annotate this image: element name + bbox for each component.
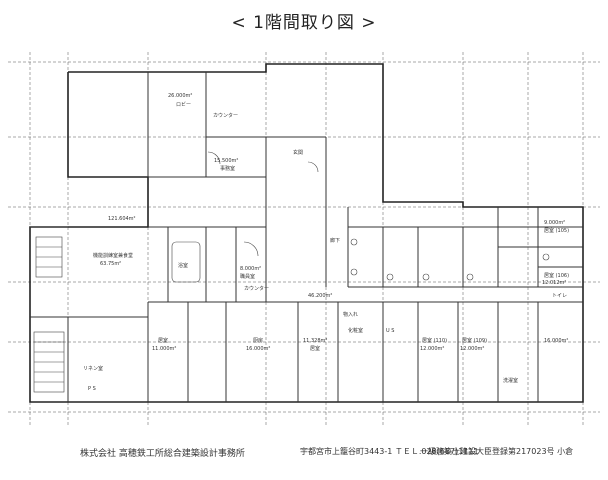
room-105-area-label: 9.000m² [544, 220, 565, 226]
kitchen-area-label: 16.000m² [246, 346, 270, 352]
laundry-label: 洗濯室 [503, 377, 518, 384]
entrance-label: 玄関 [293, 149, 303, 156]
dining-size-label: 63.75m² [100, 261, 121, 267]
staff-label: 職員室 [240, 273, 255, 280]
room-110-label: 居室 (110) [422, 337, 447, 344]
bath-label: 浴室 [178, 262, 188, 269]
ps-label: P S [88, 386, 96, 392]
room-110-area-label: 12.000m² [420, 346, 444, 352]
linen-label: リネン室 [83, 365, 103, 372]
room-106-area-label: 12.012m² [542, 280, 566, 286]
room-109-area-label: 12.000m² [460, 346, 484, 352]
hall-area-label: 121.604m² [108, 216, 136, 222]
exterior-walls [29, 63, 584, 403]
lobby-area-label: 26.000m² [168, 93, 192, 99]
floor-plan: 26.000m² ロビー カウンター 15.500m² 事務室 玄関 121.6… [8, 52, 600, 427]
counter2-label: カウンター [244, 285, 269, 292]
staff-area-label: 8.000m² [240, 266, 261, 272]
room-a-area-label: 11.000m² [152, 346, 176, 352]
corridor-area-label: 46.200m² [308, 293, 332, 299]
footer-company: 株式会社 高穂鉄工所総合建築設計事務所 [80, 449, 245, 459]
dressing-label: 化粧室 [348, 327, 363, 334]
lobby-label: ロビー [176, 101, 191, 108]
corridor-label: 廊下 [330, 237, 340, 244]
room-labels: 26.000m² ロビー カウンター 15.500m² 事務室 玄関 121.6… [83, 93, 569, 392]
fixtures [33, 151, 550, 393]
office-label: 事務室 [220, 165, 235, 172]
storage-label: 物入れ [343, 311, 358, 318]
office-area-label: 15.500m² [214, 158, 238, 164]
dining-label: 機能訓練室兼食堂 [93, 252, 133, 259]
room-105-label: 居室 (105) [544, 227, 569, 234]
kitchen-label: 厨房 [253, 337, 263, 344]
footer-license: 一級建築士建設大臣登録第217023号 小倉 [420, 447, 574, 456]
room-108-area-label: 16.000m² [544, 338, 568, 344]
interior-walls [30, 72, 583, 402]
footer-address: 宇都宮市上籠谷町3443-1 ＴＥＬ.028(667)1111 [300, 447, 479, 456]
counter1-label: カウンター [213, 112, 238, 119]
room-a-label: 居室 [158, 337, 168, 344]
us-label: U S [386, 328, 394, 334]
toilet-label: トイレ [552, 293, 567, 299]
room-b-area-label: 11.328m² [303, 338, 327, 344]
room-109-label: 居室 (109) [462, 337, 487, 344]
page-title: < 1階間取り図 > [231, 13, 377, 33]
room-b-label: 居室 [310, 345, 320, 352]
room-106-label: 居室 (106) [544, 272, 569, 279]
footer: 株式会社 高穂鉄工所総合建築設計事務所 宇都宮市上籠谷町3443-1 ＴＥＬ.0… [0, 444, 608, 464]
